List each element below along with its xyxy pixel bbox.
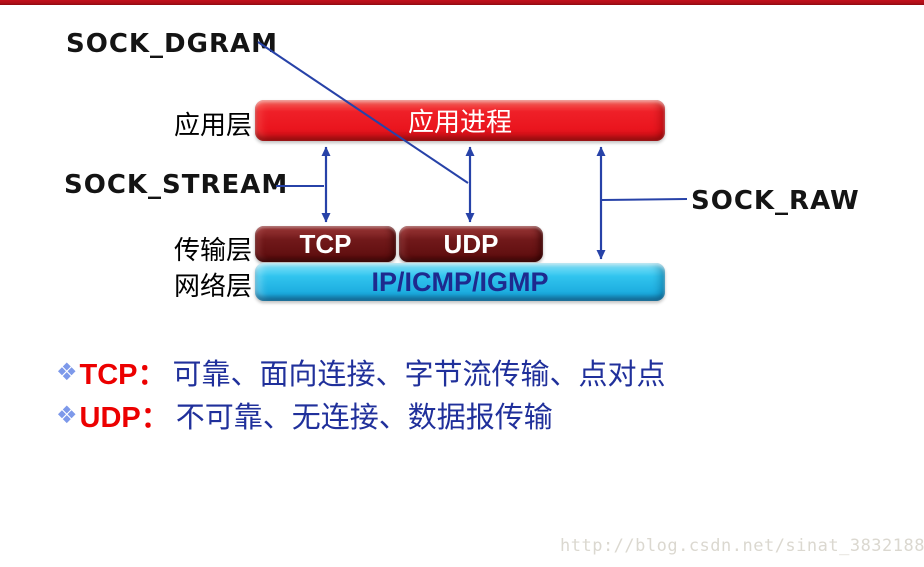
tcp-note-desc: 可靠、面向连接、字节流传输、点对点 [172, 359, 666, 391]
udp-note-line: ❖ UDP： 不可靠、无连接、数据报传输 [56, 394, 553, 436]
tcp-note-line: ❖ TCP： 可靠、面向连接、字节流传输、点对点 [56, 351, 666, 393]
application-process-box-label: 应用进程 [407, 108, 512, 137]
tcp-box-label: TCP [299, 228, 352, 259]
udp-box: UDP [399, 226, 543, 262]
application-layer-label: 应用层 [174, 111, 253, 140]
udp-note-desc: 不可靠、无连接、数据报传输 [175, 402, 553, 434]
application-process-box: 应用进程 [255, 100, 665, 141]
diamond-bullet-icon: ❖ [56, 401, 78, 429]
sock-dgram-label: SOCK_DGRAM [66, 29, 278, 59]
tcp-box: TCP [255, 226, 396, 262]
sock-raw-label: SOCK_RAW [691, 186, 860, 216]
network-protocols-box: IP/ICMP/IGMP [255, 263, 665, 301]
watermark-url: http://blog.csdn.net/sinat_38321889 [560, 536, 924, 556]
udp-box-label: UDP [443, 228, 499, 259]
udp-note-term: UDP： [79, 402, 170, 434]
raw-pointer-line [601, 198, 688, 201]
sock-stream-label: SOCK_STREAM [64, 170, 289, 200]
tcp-note-term: TCP： [79, 359, 167, 391]
network-layer-label: 网络层 [174, 272, 253, 301]
diamond-bullet-icon: ❖ [56, 358, 78, 386]
transport-layer-label: 传输层 [174, 236, 253, 265]
top-accent-bar [0, 0, 924, 5]
network-protocols-box-label: IP/ICMP/IGMP [371, 266, 549, 297]
